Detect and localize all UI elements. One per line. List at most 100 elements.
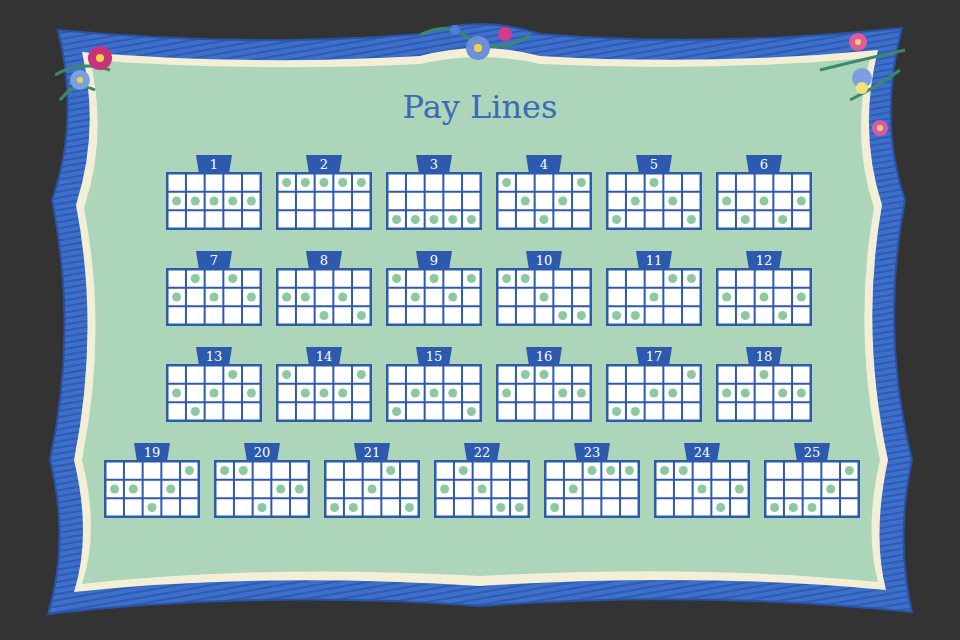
grid-line bbox=[167, 287, 261, 289]
grid-line bbox=[552, 173, 554, 229]
payline-dot bbox=[577, 178, 586, 187]
grid-line bbox=[735, 365, 737, 421]
payline-dot bbox=[320, 389, 329, 398]
grid-line bbox=[717, 191, 811, 193]
payline-dot bbox=[770, 503, 779, 512]
grid-line bbox=[644, 365, 646, 421]
grid-line bbox=[582, 461, 584, 517]
grid-line bbox=[552, 365, 554, 421]
payline-dot bbox=[845, 466, 854, 475]
payline-card: 25 bbox=[764, 443, 860, 518]
grid-line bbox=[295, 365, 297, 421]
grid-line bbox=[717, 287, 811, 289]
payline-dot bbox=[631, 311, 640, 320]
payline-tab: 12 bbox=[746, 251, 782, 269]
payline-dot bbox=[588, 466, 597, 475]
payline-dot bbox=[448, 293, 457, 302]
payline-dot bbox=[448, 215, 457, 224]
grid-line bbox=[783, 461, 785, 517]
grid-line bbox=[515, 269, 517, 325]
payline-dot bbox=[650, 178, 659, 187]
payline-card: 23 bbox=[544, 443, 640, 518]
payline-tab: 22 bbox=[464, 443, 500, 461]
grid-border bbox=[167, 173, 261, 229]
grid-line bbox=[362, 461, 364, 517]
grid-line bbox=[167, 191, 261, 193]
grid-line bbox=[600, 461, 602, 517]
payline-dot bbox=[789, 503, 798, 512]
reel-grid bbox=[324, 460, 420, 518]
grid-line bbox=[497, 401, 591, 403]
payline-dot bbox=[301, 178, 310, 187]
grid-border bbox=[435, 461, 529, 517]
payline-dot bbox=[687, 274, 696, 283]
grid-line bbox=[241, 173, 243, 229]
reel-grid bbox=[166, 364, 262, 422]
payline-dot bbox=[760, 370, 769, 379]
payline-dot bbox=[741, 311, 750, 320]
payline-dot bbox=[430, 389, 439, 398]
payline-card: 5 bbox=[606, 155, 702, 230]
grid-border bbox=[717, 269, 811, 325]
grid-line bbox=[387, 191, 481, 193]
grid-line bbox=[820, 461, 822, 517]
payline-dot bbox=[282, 370, 291, 379]
grid-line bbox=[332, 365, 334, 421]
screen-title: Pay Lines bbox=[0, 88, 960, 126]
payline-dot bbox=[440, 485, 449, 494]
payline-number: 16 bbox=[536, 349, 553, 364]
grid-line bbox=[295, 173, 297, 229]
payline-number: 4 bbox=[540, 157, 548, 172]
grid-line bbox=[461, 269, 463, 325]
reel-grid bbox=[496, 364, 592, 422]
payline-number: 1 bbox=[210, 157, 218, 172]
grid-line bbox=[571, 173, 573, 229]
grid-border bbox=[497, 269, 591, 325]
grid-line bbox=[802, 461, 804, 517]
payline-number: 23 bbox=[584, 445, 601, 460]
payline-dot bbox=[430, 274, 439, 283]
grid-line bbox=[405, 269, 407, 325]
payline-dot bbox=[320, 311, 329, 320]
payline-dot bbox=[338, 293, 347, 302]
payline-dot bbox=[467, 215, 476, 224]
payline-dot bbox=[247, 389, 256, 398]
reel-grid bbox=[764, 460, 860, 518]
payline-dot bbox=[411, 389, 420, 398]
payline-dot bbox=[577, 389, 586, 398]
reel-grid bbox=[276, 268, 372, 326]
payline-dot bbox=[301, 389, 310, 398]
payline-tab: 10 bbox=[526, 251, 562, 269]
payline-dot bbox=[239, 466, 248, 475]
grid-line bbox=[472, 461, 474, 517]
grid-line bbox=[717, 209, 811, 211]
payline-tab: 11 bbox=[636, 251, 672, 269]
payline-dot bbox=[172, 293, 181, 302]
payline-dot bbox=[191, 197, 200, 206]
payline-dot bbox=[430, 215, 439, 224]
payline-card: 11 bbox=[606, 251, 702, 326]
grid-line bbox=[442, 173, 444, 229]
payline-dot bbox=[502, 178, 511, 187]
grid-line bbox=[515, 173, 517, 229]
payline-dot bbox=[276, 485, 285, 494]
payline-number: 25 bbox=[804, 445, 821, 460]
reel-grid bbox=[496, 172, 592, 230]
payline-dot bbox=[392, 215, 401, 224]
reel-grid bbox=[276, 172, 372, 230]
reel-grid bbox=[166, 268, 262, 326]
payline-dot bbox=[320, 178, 329, 187]
payline-number: 17 bbox=[646, 349, 663, 364]
payline-dot bbox=[467, 407, 476, 416]
grid-line bbox=[644, 269, 646, 325]
grid-line bbox=[625, 173, 627, 229]
grid-line bbox=[717, 383, 811, 385]
grid-line bbox=[607, 401, 701, 403]
payline-dot bbox=[797, 293, 806, 302]
grid-line bbox=[387, 305, 481, 307]
payline-number: 21 bbox=[364, 445, 381, 460]
grid-line bbox=[215, 479, 309, 481]
grid-line bbox=[222, 173, 224, 229]
grid-border bbox=[277, 269, 371, 325]
